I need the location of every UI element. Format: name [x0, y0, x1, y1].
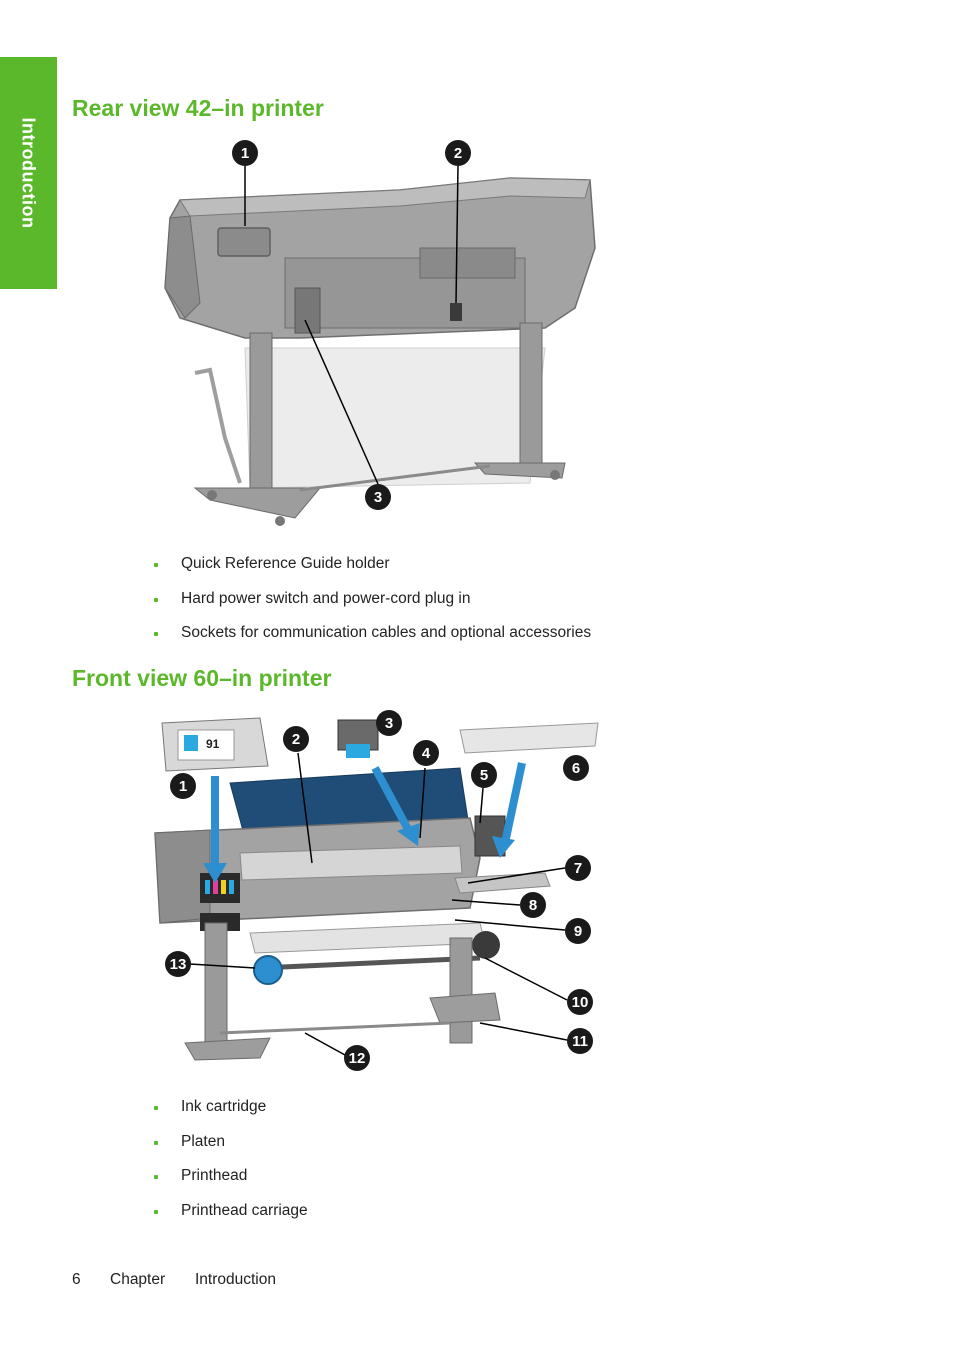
svg-text:11: 11	[572, 1033, 588, 1050]
bullet-icon	[154, 1106, 158, 1110]
svg-text:2: 2	[454, 145, 462, 162]
svg-text:1: 1	[241, 145, 249, 162]
rear-callout-1: 1	[232, 140, 258, 166]
svg-text:4: 4	[422, 745, 431, 762]
bullet-icon	[154, 632, 158, 636]
front-callout-2: 2	[283, 726, 309, 752]
svg-text:1: 1	[179, 778, 187, 795]
side-tab: Introduction	[0, 57, 57, 289]
front-callout-10: 10	[567, 989, 593, 1015]
list-item: Sockets for communication cables and opt…	[152, 623, 591, 658]
front-callout-11: 11	[567, 1028, 593, 1054]
svg-text:2: 2	[292, 731, 300, 748]
list-item: Quick Reference Guide holder	[152, 554, 591, 589]
svg-text:12: 12	[349, 1050, 366, 1067]
rear-callout-2: 2	[445, 140, 471, 166]
front-view-printer-illustration: 91 1 2 3 4 5 6 7 8 9 10 11 12 13	[154, 710, 599, 1071]
front-view-legend: Ink cartridge Platen Printhead Printhead…	[152, 1097, 308, 1235]
svg-text:10: 10	[572, 994, 589, 1011]
ink-cartridge-image: 91	[161, 717, 269, 772]
svg-text:5: 5	[480, 767, 488, 784]
svg-text:3: 3	[385, 715, 393, 732]
bullet-icon	[154, 1175, 158, 1179]
front-callout-9: 9	[565, 918, 591, 944]
list-item: Hard power switch and power-cord plug in	[152, 589, 591, 624]
bullet-icon	[154, 563, 158, 567]
rear-view-legend: Quick Reference Guide holder Hard power …	[152, 554, 591, 658]
rear-view-printer-illustration: 1 2 3	[164, 140, 596, 526]
footer-chapter: Chapter	[110, 1271, 166, 1288]
front-callout-12: 12	[344, 1045, 370, 1071]
bullet-icon	[154, 1209, 158, 1214]
list-item: Ink cartridge	[152, 1097, 308, 1132]
list-item: Platen	[152, 1132, 308, 1167]
rear-callout-3: 3	[365, 484, 391, 510]
footer-chapter-title: Introduction	[195, 1271, 276, 1288]
printhead-image	[337, 719, 379, 758]
front-callout-13: 13	[165, 951, 191, 977]
svg-text:9: 9	[574, 923, 582, 940]
front-callout-4: 4	[413, 740, 439, 766]
svg-text:3: 3	[374, 489, 382, 506]
front-callout-1: 1	[170, 773, 196, 799]
svg-text:6: 6	[572, 760, 580, 777]
side-tab-label: Introduction	[18, 117, 39, 229]
bullet-icon	[154, 597, 158, 602]
svg-text:91: 91	[206, 737, 220, 751]
svg-text:7: 7	[574, 860, 582, 877]
front-callout-8: 8	[520, 892, 546, 918]
rear-view-heading: Rear view 42–in printer	[72, 95, 324, 121]
list-item: Printhead	[152, 1166, 308, 1201]
list-item: Printhead carriage	[152, 1201, 308, 1236]
front-callout-3: 3	[376, 710, 402, 736]
front-callout-6: 6	[563, 755, 589, 781]
front-callout-7: 7	[565, 855, 591, 881]
front-callout-5: 5	[471, 762, 497, 788]
svg-text:13: 13	[170, 956, 187, 973]
svg-text:8: 8	[529, 897, 537, 914]
page-number: 6	[72, 1271, 81, 1288]
front-view-heading: Front view 60–in printer	[72, 665, 332, 691]
bullet-icon	[154, 1140, 158, 1145]
